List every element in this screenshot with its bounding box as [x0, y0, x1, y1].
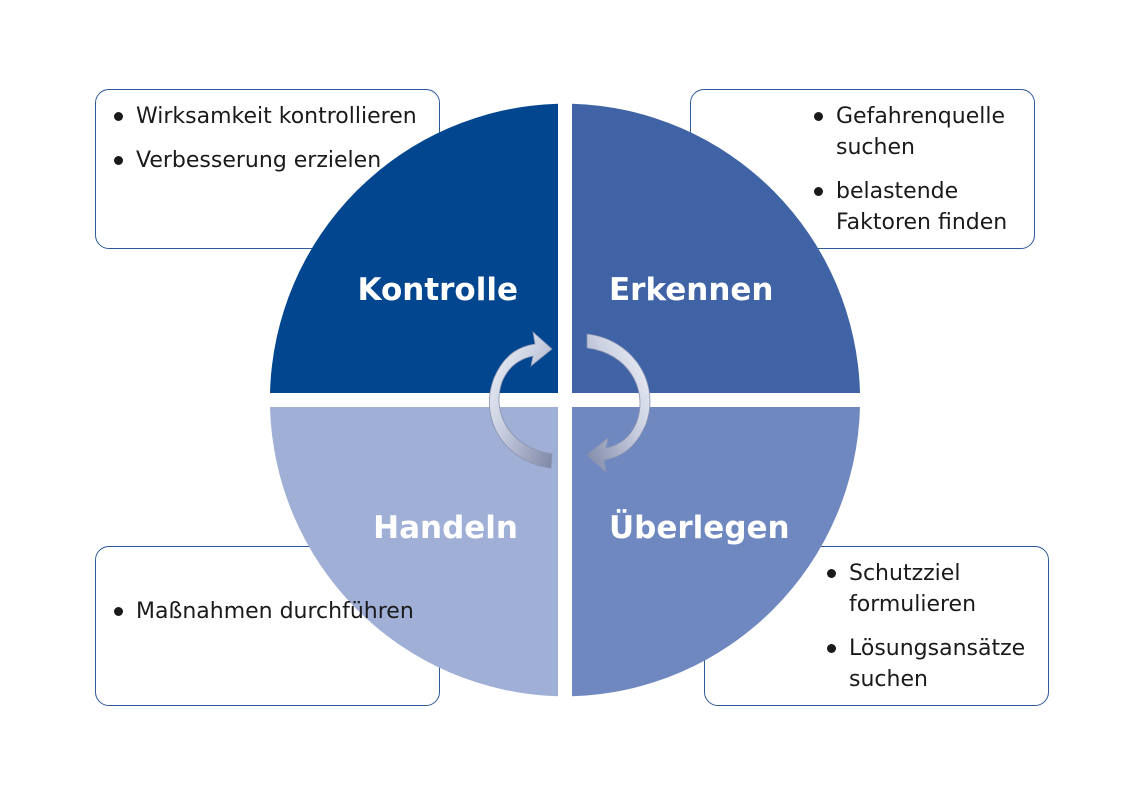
quadrant-label-handeln: Handeln: [373, 510, 518, 546]
bullet-item: Verbesserung erzielen: [112, 145, 432, 176]
quadrant-label-kontrolle: Kontrolle: [357, 272, 518, 308]
bullet-item: Schutzziel formulieren: [825, 558, 1045, 620]
clockwise-cycle-icon: [489, 330, 651, 474]
bullet-list-ueberlegen: Schutzziel formulieren Lösungsansätze su…: [825, 558, 1045, 695]
quadrant-kontrolle: [270, 103, 558, 393]
quadrant-handeln: [270, 407, 558, 697]
bullet-item: Wirksamkeit kontrollieren: [112, 101, 432, 132]
quadrant-label-ueberlegen: Überlegen: [609, 509, 790, 546]
bullet-list-kontrolle: Wirksamkeit kontrollieren Verbesserung e…: [112, 101, 432, 176]
bullet-item: Gefahrenquelle suchen: [812, 101, 1032, 163]
quadrant-label-erkennen: Erkennen: [609, 272, 774, 308]
quadrant-ueberlegen: [572, 407, 860, 697]
bullet-list-erkennen: Gefahrenquelle suchen belastende Faktore…: [812, 101, 1032, 238]
quadrant-erkennen: [572, 103, 860, 393]
bullet-item: Lösungsansätze suchen: [825, 633, 1045, 695]
bullet-item: Maßnahmen durchführen: [112, 596, 432, 627]
bullet-item: belastende Faktoren finden: [812, 176, 1032, 238]
bullet-list-handeln: Maßnahmen durchführen: [112, 596, 432, 627]
